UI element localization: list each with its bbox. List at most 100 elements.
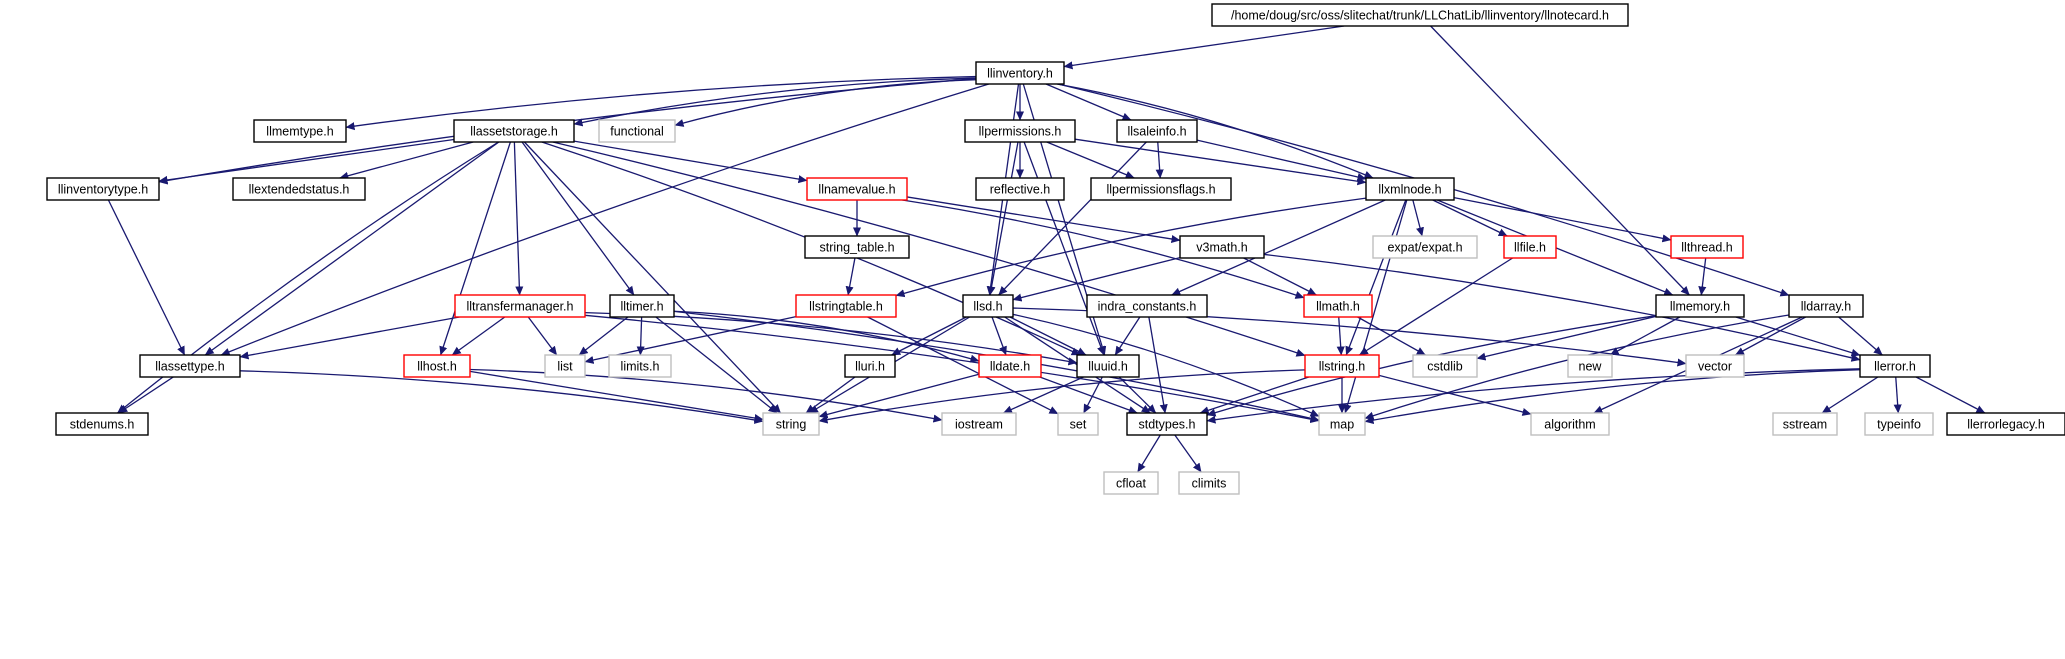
node-llpermissions[interactable]: llpermissions.h bbox=[964, 119, 1076, 143]
node-llpermissionsflags[interactable]: llpermissionsflags.h bbox=[1090, 177, 1232, 201]
node-box bbox=[1076, 354, 1140, 378]
edge-string_table-to-llstringtable bbox=[845, 257, 856, 296]
node-llmemory[interactable]: llmemory.h bbox=[1655, 294, 1745, 318]
node-cfloat: cfloat bbox=[1103, 471, 1159, 495]
node-string-table[interactable]: string_table.h bbox=[804, 235, 910, 259]
node-llxmlnode[interactable]: llxmlnode.h bbox=[1365, 177, 1455, 201]
node-llinventorytype[interactable]: llinventorytype.h bbox=[46, 177, 160, 201]
node-llmemtype[interactable]: llmemtype.h bbox=[253, 119, 347, 143]
node-label: functional bbox=[610, 125, 664, 139]
node-lluri[interactable]: lluri.h bbox=[844, 354, 896, 378]
node-box bbox=[1670, 235, 1744, 259]
node-box bbox=[1211, 3, 1629, 27]
node-llerror[interactable]: llerror.h bbox=[1859, 354, 1931, 378]
node-label: cstdlib bbox=[1427, 360, 1462, 374]
edge-lluri-to-string bbox=[805, 376, 856, 414]
node-reflective[interactable]: reflective.h bbox=[975, 177, 1065, 201]
node-box bbox=[762, 412, 820, 436]
node-v3math[interactable]: v3math.h bbox=[1179, 235, 1265, 259]
edge-llerror-to-typeinfo bbox=[1893, 376, 1902, 414]
node-llsaleinfo[interactable]: llsaleinfo.h bbox=[1116, 119, 1198, 143]
node-label: lluuid.h bbox=[1088, 360, 1128, 374]
node-box bbox=[253, 119, 347, 143]
node-llsd[interactable]: llsd.h bbox=[962, 294, 1014, 318]
node-box bbox=[1086, 294, 1208, 318]
node-iostream: iostream bbox=[941, 412, 1017, 436]
node-llerrorlegacy[interactable]: llerrorlegacy.h bbox=[1946, 412, 2065, 436]
node-label: typeinfo bbox=[1877, 418, 1921, 432]
node-box bbox=[544, 354, 586, 378]
node-stdtypes[interactable]: stdtypes.h bbox=[1126, 412, 1208, 436]
edge-llassetstorage-to-lltransfermanager bbox=[513, 141, 524, 296]
edge-lltimer-to-limits bbox=[636, 316, 645, 356]
node-box bbox=[232, 177, 366, 201]
node-label: stdenums.h bbox=[70, 418, 135, 432]
node-box bbox=[1372, 235, 1478, 259]
node-indra-constants[interactable]: indra_constants.h bbox=[1086, 294, 1208, 318]
node-llextendedstatus[interactable]: llextendedstatus.h bbox=[232, 177, 366, 201]
edge-llthread-to-llmemory bbox=[1698, 257, 1707, 296]
node-label: algorithm bbox=[1544, 418, 1595, 432]
node-label: sstream bbox=[1783, 418, 1827, 432]
node-llfile[interactable]: llfile.h bbox=[1503, 235, 1557, 259]
node-label: llassetstorage.h bbox=[470, 125, 558, 139]
edge-llsd-to-map bbox=[1012, 313, 1320, 417]
node-llinventory[interactable]: llinventory.h bbox=[975, 61, 1065, 85]
edge-indra_constants-to-lluuid bbox=[1114, 316, 1141, 356]
node-label: iostream bbox=[955, 418, 1003, 432]
edge-llassettype-to-string bbox=[239, 370, 764, 424]
node-llassettype[interactable]: llassettype.h bbox=[139, 354, 241, 378]
node-llnamevalue[interactable]: llnamevalue.h bbox=[806, 177, 908, 201]
node-stdenums[interactable]: stdenums.h bbox=[55, 412, 149, 436]
node-box bbox=[608, 354, 672, 378]
node-algorithm: algorithm bbox=[1530, 412, 1610, 436]
node-box bbox=[1567, 354, 1613, 378]
node-label: llpermissionsflags.h bbox=[1106, 183, 1215, 197]
node-lltransfermanager[interactable]: lltransfermanager.h bbox=[454, 294, 586, 318]
node-llassetstorage[interactable]: llassetstorage.h bbox=[453, 119, 575, 143]
node-box bbox=[1655, 294, 1745, 318]
node-box bbox=[1304, 354, 1380, 378]
edge-llxmlnode-to-llfile bbox=[1432, 199, 1508, 237]
node-box bbox=[1090, 177, 1232, 201]
node-root: /home/doug/src/oss/slitechat/trunk/LLCha… bbox=[1211, 3, 1629, 27]
node-llmath[interactable]: llmath.h bbox=[1303, 294, 1373, 318]
edge-llinventory-to-llassettype bbox=[220, 83, 990, 356]
node-label: lltimer.h bbox=[620, 300, 663, 314]
node-label: lldarray.h bbox=[1801, 300, 1852, 314]
node-label: map bbox=[1330, 418, 1354, 432]
edge-llnamevalue-to-v3math bbox=[906, 196, 1181, 243]
node-lldate[interactable]: lldate.h bbox=[978, 354, 1042, 378]
edge-llpermissions-to-llxmlnode bbox=[1074, 138, 1367, 186]
node-box bbox=[1946, 412, 2065, 436]
edge-root-to-llinventory bbox=[1063, 25, 1345, 70]
edge-llsd-to-lluuid bbox=[1009, 316, 1087, 356]
edge-llxmlnode-to-expat bbox=[1412, 199, 1424, 237]
node-expat: expat/expat.h bbox=[1372, 235, 1478, 259]
edge-llassetstorage-to-llinventorytype bbox=[158, 138, 455, 184]
node-box bbox=[1859, 354, 1931, 378]
node-label: llxmlnode.h bbox=[1378, 183, 1441, 197]
node-label: vector bbox=[1698, 360, 1732, 374]
edge-llhost-to-string bbox=[469, 370, 764, 423]
node-label: climits bbox=[1192, 477, 1227, 491]
node-label: llhost.h bbox=[417, 360, 457, 374]
node-llstring[interactable]: llstring.h bbox=[1304, 354, 1380, 378]
edge-lltimer-to-list bbox=[578, 316, 629, 356]
node-llhost[interactable]: llhost.h bbox=[403, 354, 471, 378]
node-label: llsd.h bbox=[973, 300, 1002, 314]
edge-llstring-to-stdtypes bbox=[1199, 376, 1310, 415]
node-lltimer[interactable]: lltimer.h bbox=[609, 294, 675, 318]
node-lluuid[interactable]: lluuid.h bbox=[1076, 354, 1140, 378]
node-lldarray[interactable]: lldarray.h bbox=[1788, 294, 1864, 318]
node-label: llerror.h bbox=[1874, 360, 1916, 374]
edge-llmath-to-llstring bbox=[1336, 316, 1345, 356]
node-llstringtable[interactable]: llstringtable.h bbox=[795, 294, 897, 318]
node-box bbox=[1530, 412, 1610, 436]
node-box bbox=[795, 294, 897, 318]
node-box bbox=[844, 354, 896, 378]
edge-llerror-to-stdtypes bbox=[1206, 368, 1861, 424]
edge-lltransfermanager-to-llhost bbox=[451, 316, 506, 356]
node-llthread[interactable]: llthread.h bbox=[1670, 235, 1744, 259]
